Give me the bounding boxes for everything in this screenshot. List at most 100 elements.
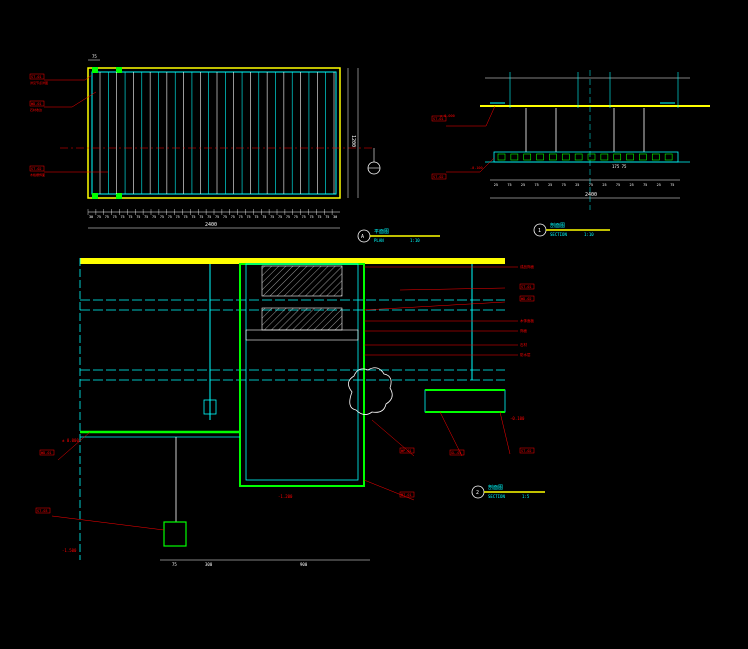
- tag-code: ST-03: [37, 509, 48, 513]
- leader-line: [44, 91, 97, 108]
- leader-line: [57, 431, 91, 461]
- plan-dim: 75: [254, 215, 258, 219]
- tag-box: [431, 173, 447, 180]
- s1-tag: ST-01 ± 0.000: [431, 105, 496, 127]
- plan-dim: 75: [294, 215, 298, 219]
- tag-note: 木格栅饰面: [30, 172, 45, 177]
- plan-dim: 30: [333, 215, 337, 219]
- plan-dim: 75: [278, 215, 282, 219]
- tag-code: ST-01: [521, 285, 532, 289]
- plan-tag: ST-02 木格栅饰面: [29, 165, 108, 177]
- leader-line: [499, 411, 511, 455]
- leader-line: [446, 105, 496, 127]
- s1-slat-frame: [493, 151, 679, 163]
- s1-tag: ST-02 -0.100: [431, 157, 495, 180]
- s1-slat: [613, 153, 622, 161]
- s1-dim: 75: [535, 183, 539, 187]
- s1-slats: [497, 153, 673, 161]
- s2-note: 石材: [520, 342, 528, 347]
- plan-dim: 75: [286, 215, 290, 219]
- s1-slat: [651, 153, 660, 161]
- s2-hatched-panel: [261, 265, 343, 297]
- s1-dim: 75: [670, 183, 674, 187]
- title-number: 1: [538, 228, 541, 234]
- tag-note: 石材收边: [30, 107, 42, 112]
- s1-slat: [549, 153, 557, 161]
- tag-box: [39, 449, 55, 456]
- tag-box: [519, 295, 535, 302]
- s1-dim: 75: [616, 183, 620, 187]
- s2-void-wall: [239, 263, 365, 487]
- tag-note: 详见节点详图: [30, 80, 48, 85]
- plan-corner-block: [116, 193, 122, 199]
- title-scale: 1:5: [522, 494, 530, 499]
- plan-corner-block: [92, 193, 98, 199]
- s1-dim: 25: [602, 183, 606, 187]
- s1-dim: 25: [521, 183, 525, 187]
- leader-line: [363, 301, 506, 311]
- s2-note: 防水层: [520, 352, 531, 357]
- leader-line: [371, 419, 415, 457]
- s1-slat: [510, 153, 519, 161]
- plan-corner-block: [116, 67, 122, 73]
- leader-line: [399, 287, 506, 291]
- title-number: 2: [476, 490, 479, 496]
- tag-box: [519, 447, 535, 454]
- plan-dim: 75: [144, 215, 148, 219]
- s2-dim: 300: [205, 562, 213, 567]
- title-text: 剖面图: [550, 222, 565, 229]
- plan-dim: 75: [136, 215, 140, 219]
- plan-dim: 75: [207, 215, 211, 219]
- title-number: A: [361, 234, 364, 240]
- s1-dim: 75: [643, 183, 647, 187]
- tag-box: [399, 447, 415, 454]
- s1-slat: [561, 153, 570, 161]
- s2-right-slab: [424, 389, 506, 413]
- s2-void-inner: [245, 263, 359, 481]
- s1-slat: [523, 153, 532, 161]
- tag-box: [519, 283, 535, 290]
- tag-code: ST-02: [31, 167, 42, 171]
- s1-dim: 25: [657, 183, 661, 187]
- plan-dim: 75: [105, 215, 109, 219]
- tag-code: WD-02: [521, 297, 532, 301]
- s2-fixture-box: [203, 399, 217, 415]
- s1-axis: [509, 72, 679, 108]
- plan-corner-block: [92, 67, 98, 73]
- s2-note: 成品饰面: [520, 264, 534, 269]
- tag-code: ST-02: [433, 175, 444, 179]
- tag-code: GL-01: [451, 451, 462, 455]
- s2-level: ± 0.000: [62, 438, 79, 443]
- tag-box: [35, 507, 51, 514]
- plan-dim: 75: [215, 215, 219, 219]
- s1-dim: 25: [575, 183, 579, 187]
- s2-level: -1.200: [278, 494, 293, 499]
- plan-side-dim: 1200: [350, 135, 356, 147]
- plan-title-block: A 平面图 PLAN 1:10: [357, 229, 440, 243]
- plan-dim: 75: [223, 215, 227, 219]
- tag-box: [29, 73, 45, 80]
- s1-slat: [497, 153, 506, 161]
- s2-note: 饰面: [520, 328, 528, 333]
- s1-total-dim: 2400: [585, 192, 597, 198]
- s1-slat: [639, 153, 647, 161]
- title-scale: 1:10: [410, 238, 420, 243]
- plan-dim: 75: [262, 215, 266, 219]
- plan-dim: 75: [191, 215, 195, 219]
- s1-dim: 25: [630, 183, 634, 187]
- plan-dim: 75: [120, 215, 124, 219]
- title-sub: SECTION: [550, 232, 567, 237]
- plan-dim: 75: [246, 215, 250, 219]
- plan-dim: 75: [309, 215, 313, 219]
- leader-line: [363, 479, 415, 501]
- plan-dim: 75: [317, 215, 321, 219]
- tag-code: WD-01: [41, 451, 52, 455]
- leader-line: [439, 411, 463, 457]
- tag-box: [29, 100, 45, 107]
- plan-dim: 75: [97, 215, 101, 219]
